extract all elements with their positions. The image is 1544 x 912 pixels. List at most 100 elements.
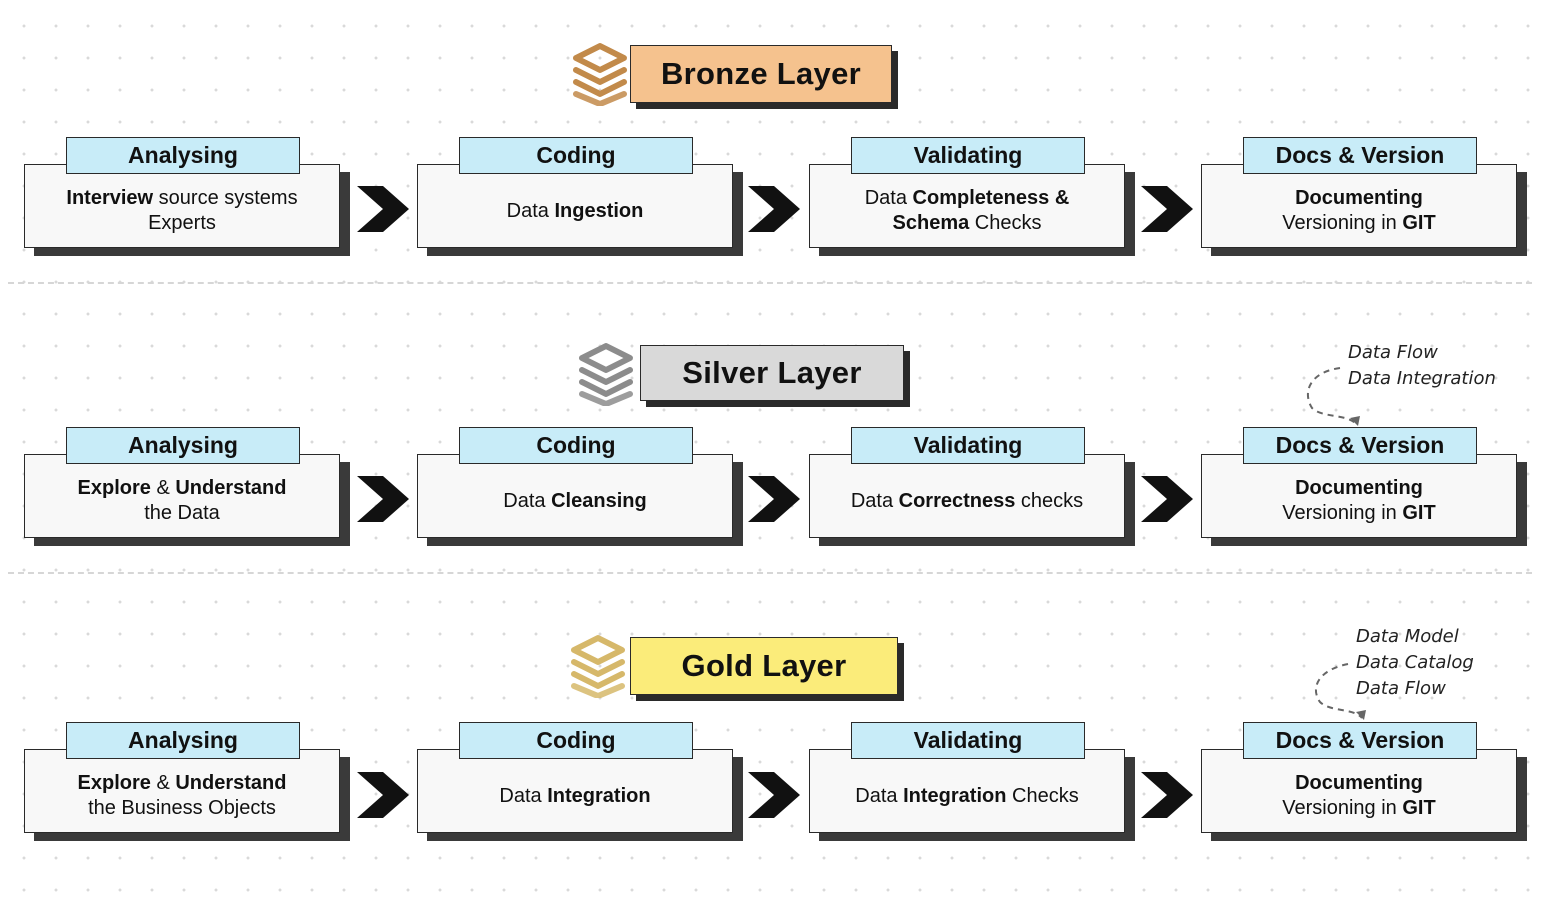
description-emphasis: GIT: [1402, 797, 1436, 819]
step-description: Data Integration Checks: [809, 749, 1125, 833]
description-emphasis: Integration: [903, 784, 1007, 807]
description-line: Explore & Understand: [78, 771, 287, 796]
description-emphasis: GIT: [1402, 212, 1436, 234]
chevron-right-icon: [357, 476, 409, 522]
description-line: Data Integration Checks: [855, 784, 1078, 809]
description-text: source systems: [153, 187, 298, 209]
layer-title: Silver Layer: [640, 345, 904, 401]
description-line: Versioning in GIT: [1282, 796, 1435, 821]
description-text: Data: [850, 489, 899, 512]
step-description: Data Integration: [417, 749, 733, 833]
chevron-right-icon: [357, 772, 409, 818]
section-divider: [8, 282, 1532, 284]
description-emphasis: Correctness: [898, 489, 1016, 512]
description-text: Versioning in: [1282, 797, 1403, 819]
description-text: Data: [506, 199, 555, 222]
section-divider: [8, 572, 1532, 574]
description-emphasis: Interview: [66, 187, 154, 209]
description-line: Data Completeness &: [865, 186, 1070, 211]
description-line: Versioning in GIT: [1282, 501, 1435, 526]
step-tab-label: Validating: [851, 137, 1085, 174]
description-line: Schema Checks: [893, 211, 1042, 236]
description-emphasis: Completeness &: [912, 187, 1070, 209]
description-line: the Business Objects: [88, 796, 276, 821]
description-text: the Business Objects: [88, 797, 276, 819]
description-text: the Data: [144, 502, 220, 524]
description-emphasis: Documenting: [1295, 477, 1423, 499]
description-emphasis: Integration: [547, 784, 651, 807]
description-text: Versioning in: [1282, 502, 1403, 524]
description-text: Checks: [969, 212, 1042, 234]
step-tab-label: Docs & Version: [1243, 427, 1477, 464]
description-line: Interview source systems: [66, 186, 297, 211]
step-tab-label: Coding: [459, 722, 693, 759]
description-text: Versioning in: [1282, 212, 1403, 234]
dashed-arrow-icon: [1315, 663, 1366, 720]
description-emphasis: GIT: [1402, 502, 1436, 524]
step-tab-label: Analysing: [66, 427, 300, 464]
stack-layers-icon: [579, 343, 633, 406]
description-line: Documenting: [1295, 771, 1423, 796]
docs-note: Data Model Data Catalog Data Flow: [1356, 624, 1474, 702]
chevron-right-icon: [1141, 476, 1193, 522]
description-emphasis: Understand: [175, 772, 287, 794]
description-line: Explore & Understand: [78, 476, 287, 501]
chevron-right-icon: [1141, 772, 1193, 818]
description-text: &: [150, 772, 176, 794]
chevron-right-icon: [748, 772, 800, 818]
description-text: checks: [1015, 489, 1084, 512]
dashed-arrow-icon: [1307, 367, 1360, 426]
description-emphasis: Understand: [175, 477, 287, 499]
description-line: Documenting: [1295, 476, 1423, 501]
note-item: Data Catalog: [1356, 652, 1474, 673]
description-text: Data: [503, 489, 552, 512]
layer-title: Bronze Layer: [630, 45, 892, 103]
step-tab-label: Validating: [851, 722, 1085, 759]
step-tab-label: Docs & Version: [1243, 137, 1477, 174]
description-line: Data Integration: [499, 784, 650, 809]
chevron-right-icon: [748, 476, 800, 522]
description-emphasis: Explore: [77, 477, 151, 499]
description-emphasis: Documenting: [1295, 187, 1423, 209]
step-tab-label: Coding: [459, 427, 693, 464]
description-text: Experts: [148, 212, 216, 234]
step-tab-label: Docs & Version: [1243, 722, 1477, 759]
description-line: Data Correctness checks: [851, 489, 1083, 514]
description-text: Data: [864, 187, 913, 209]
description-text: Checks: [1006, 784, 1079, 807]
description-emphasis: Documenting: [1295, 772, 1423, 794]
description-emphasis: Explore: [77, 772, 151, 794]
step-tab-label: Analysing: [66, 137, 300, 174]
stack-layers-icon: [571, 635, 625, 698]
bronze-layer-section: Bronze Layer Analysing Interview source …: [0, 0, 1544, 280]
note-item: Data Model: [1356, 626, 1459, 647]
description-text: Data: [499, 784, 548, 807]
step-description: Data Cleansing: [417, 454, 733, 538]
description-text: Data: [855, 784, 904, 807]
silver-layer-section: Silver Layer Data Flow Data Integration …: [24, 340, 1517, 538]
description-line: Documenting: [1295, 186, 1423, 211]
description-line: the Data: [144, 501, 220, 526]
step-tab-label: Analysing: [66, 722, 300, 759]
step-tab-label: Validating: [851, 427, 1085, 464]
note-item: Data Flow: [1356, 678, 1446, 699]
description-emphasis: Schema: [892, 212, 970, 234]
step-description: Data Completeness &Schema Checks: [809, 164, 1125, 248]
description-line: Experts: [148, 211, 216, 236]
description-line: Versioning in GIT: [1282, 211, 1435, 236]
docs-note: Data Flow Data Integration: [1348, 340, 1496, 392]
step-description: Data Ingestion: [417, 164, 733, 248]
description-text: &: [150, 477, 176, 499]
chevron-right-icon: [1141, 186, 1193, 232]
layer-title: Gold Layer: [630, 637, 898, 695]
chevron-right-icon: [357, 186, 409, 232]
step-tab-label: Coding: [459, 137, 693, 174]
description-line: Data Cleansing: [503, 489, 646, 514]
note-item: Data Flow: [1348, 342, 1438, 363]
chevron-right-icon: [748, 186, 800, 232]
